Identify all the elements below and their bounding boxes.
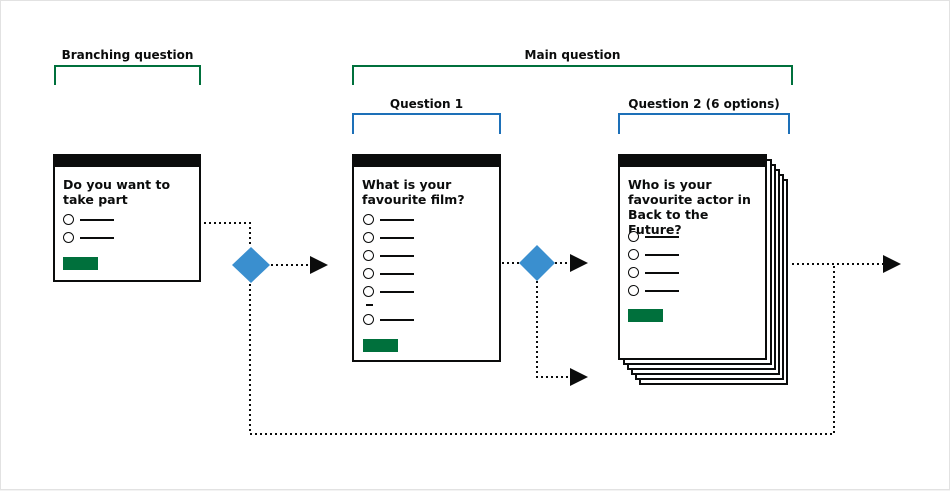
arrowhead-end (883, 255, 901, 273)
branching-bracket (54, 65, 201, 85)
card-header-bar (620, 156, 765, 167)
question1-label: Question 1 (389, 97, 464, 111)
decision-diamond-1 (232, 247, 270, 283)
arrowhead-to-question2 (570, 254, 588, 272)
radio-icon (63, 232, 74, 243)
arrowhead-to-question1 (310, 256, 328, 274)
ellipsis-dash (366, 304, 373, 306)
question2-label: Question 2 (6 options) (628, 97, 780, 111)
branching-question-card: Do you want to take part (53, 154, 201, 282)
radio-icon (363, 314, 374, 325)
option-placeholder-line (80, 237, 114, 239)
option-placeholder-line (645, 254, 679, 256)
option-placeholder-line (380, 219, 414, 221)
radio-icon (363, 268, 374, 279)
radio-icon (628, 231, 639, 242)
branching-question-label: Branching question (61, 48, 194, 62)
option-placeholder-line (380, 291, 414, 293)
radio-icon (363, 250, 374, 261)
option-placeholder-line (645, 236, 679, 238)
decision-diamond-2 (519, 245, 555, 281)
option-placeholder-line (380, 237, 414, 239)
question2-bracket (618, 113, 790, 134)
radio-icon (363, 214, 374, 225)
continue-button (628, 309, 663, 322)
radio-icon (363, 232, 374, 243)
arrowhead-lower-branch (570, 368, 588, 386)
radio-icon (63, 214, 74, 225)
question1-text: What is your favourite film? (362, 177, 465, 207)
question2-text: Who is your favourite actor in Back to t… (628, 177, 751, 237)
option-placeholder-line (645, 272, 679, 274)
option-placeholder-line (380, 273, 414, 275)
radio-icon (363, 286, 374, 297)
connector-card1-to-diamond1 (204, 222, 251, 247)
continue-button (63, 257, 98, 270)
option-placeholder-line (380, 255, 414, 257)
radio-icon (628, 285, 639, 296)
radio-icon (628, 267, 639, 278)
option-placeholder-line (80, 219, 114, 221)
branching-question-text: Do you want to take part (63, 177, 171, 207)
connector-diamond2-down (536, 281, 571, 378)
card-header-bar (55, 156, 199, 167)
option-placeholder-line (645, 290, 679, 292)
main-bracket (352, 65, 793, 85)
question2-card: Who is your favourite actor in Back to t… (618, 154, 767, 360)
connector-diamond1-skip-loop (249, 264, 835, 435)
continue-button (363, 339, 398, 352)
question1-card: What is your favourite film? (352, 154, 501, 362)
question1-bracket (352, 113, 501, 134)
radio-icon (628, 249, 639, 260)
card-header-bar (354, 156, 499, 167)
option-placeholder-line (380, 319, 414, 321)
main-question-label: Main question (524, 48, 621, 62)
